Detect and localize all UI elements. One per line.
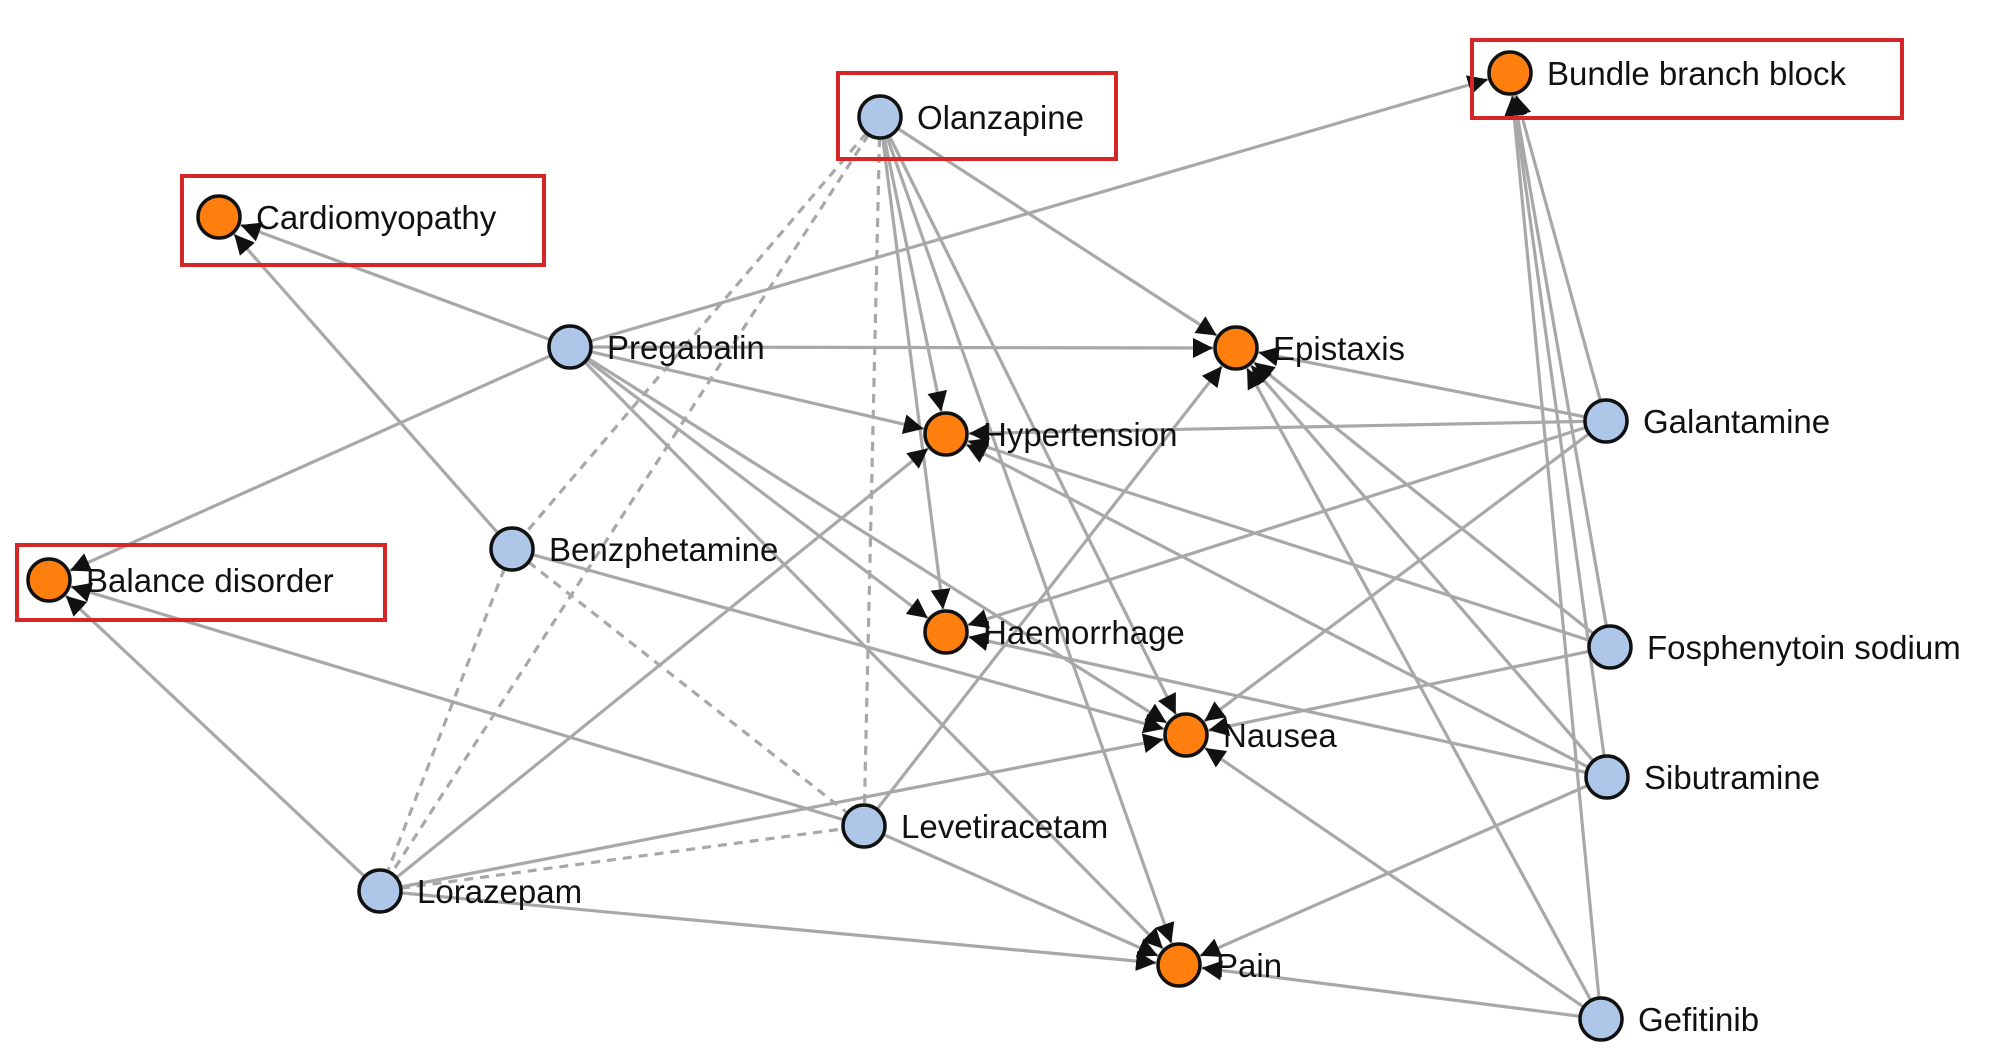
node-label-haemorrhage: Haemorrhage <box>983 614 1185 651</box>
node-label-pain: Pain <box>1216 947 1282 984</box>
edges-layer <box>64 75 1608 1018</box>
node-levetiracetam[interactable] <box>841 803 887 849</box>
node-label-lorazepam: Lorazepam <box>417 873 582 910</box>
edge-fosphenytoin-to-bundle_branch_block <box>1507 95 1608 627</box>
node-epistaxis[interactable] <box>1213 325 1259 371</box>
edge-olanzapine-to-hypertension <box>882 137 948 412</box>
edge-levetiracetam-to-epistaxis <box>875 365 1224 811</box>
highlight-box-balance_disorder <box>15 543 387 622</box>
node-hypertension[interactable] <box>923 411 969 457</box>
edge-olanzapine-to-pain <box>885 136 1175 944</box>
edge-pregabalin-to-balance_disorder <box>69 354 552 573</box>
node-nausea[interactable] <box>1163 712 1209 758</box>
edge-olanzapine-to-benzphetamine <box>525 131 868 533</box>
node-label-nausea: Nausea <box>1223 717 1337 754</box>
highlight-box-olanzapine <box>836 71 1118 161</box>
nodes-layer <box>26 50 1633 1042</box>
edge-gefitinib-to-epistaxis <box>1245 367 1593 1002</box>
edge-galantamine-to-hypertension <box>968 419 1586 444</box>
node-galantamine[interactable] <box>1583 398 1629 444</box>
node-label-bundle_branch_block: Bundle branch block <box>1547 55 1847 92</box>
node-olanzapine[interactable] <box>857 94 903 140</box>
edge-fosphenytoin-to-hypertension <box>967 437 1591 643</box>
edge-pregabalin-to-nausea <box>586 356 1168 725</box>
edge-sibutramine-to-epistaxis <box>1249 364 1595 763</box>
node-pregabalin[interactable] <box>547 324 593 370</box>
edge-pregabalin-to-bundle_branch_block <box>589 75 1489 343</box>
highlight-box-bundle_branch_block <box>1470 38 1904 120</box>
edge-lorazepam-to-pain <box>400 891 1157 972</box>
edge-olanzapine-to-epistaxis <box>896 127 1218 337</box>
node-label-galantamine: Galantamine <box>1643 403 1830 440</box>
edge-lorazepam-to-nausea <box>400 733 1164 889</box>
node-gefitinib[interactable] <box>1578 996 1624 1042</box>
edge-olanzapine-to-haemorrhage <box>881 137 951 610</box>
node-sibutramine[interactable] <box>1584 754 1630 800</box>
highlight-box-cardiomyopathy <box>180 174 546 267</box>
node-label-fosphenytoin: Fosphenytoin sodium <box>1647 629 1961 666</box>
node-bundle_branch_block[interactable] <box>1487 50 1533 96</box>
node-label-sibutramine: Sibutramine <box>1644 759 1820 796</box>
edge-gefitinib-to-pain <box>1201 960 1581 1018</box>
edge-sibutramine-to-haemorrhage <box>968 631 1587 775</box>
edge-gefitinib-to-nausea <box>1204 746 1585 1009</box>
edge-lorazepam-to-balance_disorder <box>64 594 366 878</box>
edge-pregabalin-to-epistaxis <box>590 337 1214 358</box>
node-benzphetamine[interactable] <box>489 526 535 572</box>
node-lorazepam[interactable] <box>357 868 403 914</box>
edge-pregabalin-to-haemorrhage <box>585 358 929 620</box>
edge-pregabalin-to-cardiomyopathy <box>240 222 551 342</box>
edge-olanzapine-to-nausea <box>887 135 1178 716</box>
edge-benzphetamine-to-lorazepam <box>386 568 506 871</box>
edge-pregabalin-to-hypertension <box>590 350 924 435</box>
edge-galantamine-to-epistaxis <box>1258 346 1586 419</box>
edge-lorazepam-to-hypertension <box>395 447 930 880</box>
node-fosphenytoin[interactable] <box>1587 624 1633 670</box>
edge-galantamine-to-bundle_branch_block <box>1511 94 1602 402</box>
edge-gefitinib-to-bundle_branch_block <box>1504 95 1601 999</box>
node-label-gefitinib: Gefitinib <box>1638 1001 1759 1038</box>
edge-fosphenytoin-to-epistaxis <box>1253 361 1595 636</box>
edge-levetiracetam-to-pain <box>882 833 1159 958</box>
edge-lorazepam-to-levetiracetam <box>400 827 842 890</box>
edge-olanzapine-to-lorazepam <box>391 133 870 873</box>
node-label-balance_disorder: Balance disorder <box>86 562 334 599</box>
node-label-cardiomyopathy: Cardiomyopathy <box>256 199 497 236</box>
labels-layer: Olanzapine Bundle branch blockCardiomyopa… <box>86 55 1961 1038</box>
node-label-benzphetamine: Benzphetamine <box>549 531 778 568</box>
node-label-olanzapine: Olanzapine <box>917 99 1084 136</box>
node-haemorrhage[interactable] <box>923 609 969 655</box>
edge-fosphenytoin-to-nausea <box>1208 649 1590 737</box>
highlight-boxes-layer <box>15 38 1904 622</box>
edge-benzphetamine-to-cardiomyopathy <box>233 233 500 535</box>
node-balance_disorder[interactable] <box>26 557 72 603</box>
edge-sibutramine-to-pain <box>1199 783 1589 958</box>
node-label-epistaxis: Epistaxis <box>1273 330 1405 367</box>
edge-sibutramine-to-hypertension <box>965 443 1590 769</box>
edge-benzphetamine-to-nausea <box>531 553 1165 734</box>
node-cardiomyopathy[interactable] <box>196 194 242 240</box>
node-label-levetiracetam: Levetiracetam <box>901 808 1108 845</box>
edge-galantamine-to-haemorrhage <box>967 425 1587 629</box>
node-pain[interactable] <box>1156 942 1202 988</box>
edge-olanzapine-to-levetiracetam <box>862 137 882 804</box>
edge-levetiracetam-to-balance_disorder <box>70 582 845 822</box>
node-label-hypertension: Hypertension <box>983 416 1177 453</box>
edge-pregabalin-to-pain <box>583 360 1165 950</box>
node-label-pregabalin: Pregabalin <box>607 329 765 366</box>
edge-benzphetamine-to-levetiracetam <box>527 560 847 814</box>
